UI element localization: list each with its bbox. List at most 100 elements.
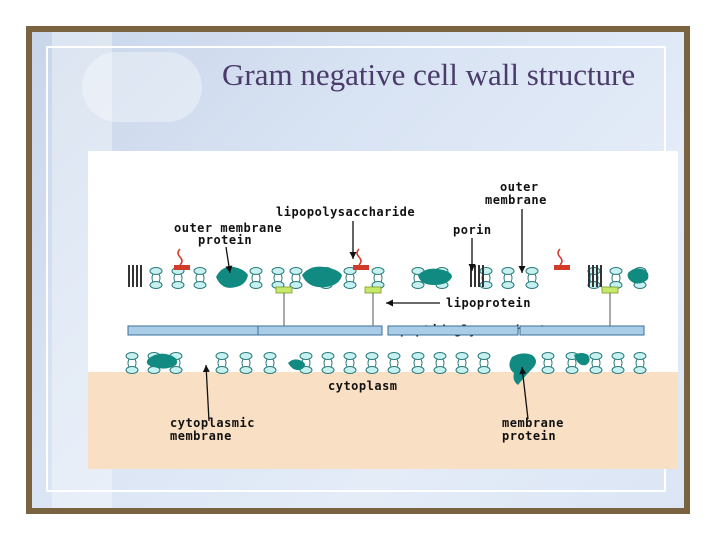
cytoplasmic-membrane-protein-2 [288,359,305,371]
label-outer-membrane-protein-1: outer membrane [174,221,282,235]
outer-membrane-lipid-1-tails [173,273,183,283]
arrow-outer-membrane-protein-head [225,265,233,273]
outer-membrane-lipid-5-head-bottom [289,281,303,289]
cytoplasmic-membrane-lipid-7-head-bottom [321,366,335,374]
label-cytoplasmic-membrane-2: membrane [170,429,232,443]
pillar-decoration-capital [82,52,202,122]
cytoplasmic-membrane-lipid-14-tails [479,358,489,368]
outer-membrane-lipid-4-head-top [271,267,285,275]
cytoplasmic-membrane-lipid-5-head-bottom [263,366,277,374]
cytoplasmic-membrane-lipid-18-tails [613,358,623,368]
outer-membrane-protein-1 [216,266,248,288]
outer-membrane-lipid-2-head-bottom [193,281,207,289]
label-cytoplasm: cytoplasm [328,379,398,393]
cytoplasmic-membrane-lipid-8-tails [345,358,355,368]
arrow-membrane-protein-head [519,367,527,375]
porin-bar-1-2 [478,265,480,287]
label-membrane-protein-1: membrane [502,416,564,430]
porin-bar-1-0 [470,265,472,287]
outer-membrane-lipid-12-tails [503,273,513,283]
label-outer-membrane-2: membrane [485,193,547,207]
cytoplasmic-membrane-lipid-10-head-bottom [387,366,401,374]
cytoplasmic-membrane-lipid-14-head-top [477,352,491,360]
peptidoglycan-segment-2 [387,325,519,336]
outer-membrane-lipid-15-head-top [609,267,623,275]
arrow-outer-membrane-head [518,266,526,273]
cytoplasmic-membrane-lipid-9-head-top [365,352,379,360]
cytoplasmic-membrane-lipid-11-head-bottom [411,366,425,374]
outer-membrane-lipid-11-head-top [479,267,493,275]
lps-chain-0 [177,248,183,266]
cytoplasmic-membrane-lipid-19-head-bottom [633,366,647,374]
cytoplasmic-membrane-lipid-6-head-top [299,352,313,360]
outer-membrane-lipid-12-head-bottom [501,281,515,289]
peptidoglycan-segment-1 [257,325,383,336]
cytoplasmic-membrane-lipid-10-head-top [387,352,401,360]
outer-membrane-lipid-12-head-top [501,267,515,275]
label-membrane-protein-2: protein [502,429,556,443]
cytoplasmic-membrane-lipid-19-head-top [633,352,647,360]
porin-bar-0-1 [132,265,134,287]
outer-membrane-lipid-0-head-top [149,267,163,275]
outer-membrane-protein-4 [627,268,649,284]
lps-chain-2 [557,248,563,266]
cytoplasmic-membrane-lipid-17-tails [591,358,601,368]
outer-membrane-lipid-8-tails [373,273,383,283]
outer-membrane-lipid-8-head-top [371,267,385,275]
label-lipoprotein: lipoprotein [446,296,531,310]
outer-membrane-lipid-4-tails [273,273,283,283]
cytoplasmic-membrane-lipid-16-head-bottom [565,366,579,374]
slide-title: Gram negative cell wall structure [222,57,636,92]
outer-membrane-lipid-13-head-bottom [525,281,539,289]
cytoplasmic-membrane-lipid-11-head-top [411,352,425,360]
lipoprotein-head-2 [601,286,619,294]
cytoplasmic-membrane-lipid-14-head-bottom [477,366,491,374]
cytoplasmic-membrane-lipid-13-head-bottom [455,366,469,374]
lps-chain-1 [356,248,362,266]
cytoplasmic-membrane-lipid-4-tails [241,358,251,368]
cytoplasmic-membrane-lipid-4-head-top [239,352,253,360]
label-porin: porin [453,223,492,237]
cytoplasmic-membrane-lipid-15-head-bottom [541,366,555,374]
porin-bar-0-0 [128,265,130,287]
cytoplasmic-membrane-lipid-8-head-top [343,352,357,360]
outer-membrane-lipid-2-tails [195,273,205,283]
cytoplasmic-membrane-lipid-9-tails [367,358,377,368]
cytoplasmic-membrane-protein-1 [146,353,178,369]
cytoplasmic-membrane-lipid-5-head-top [263,352,277,360]
label-outer-membrane-protein-2: protein [198,233,252,247]
lipoprotein-head-0 [275,286,293,294]
cytoplasmic-membrane-lipid-18-head-bottom [611,366,625,374]
cytoplasmic-membrane-lipid-13-tails [457,358,467,368]
outer-membrane-lipid-0-head-bottom [149,281,163,289]
arrow-lipopolysaccharide-head [349,252,357,259]
cytoplasmic-membrane-lipid-12-head-bottom [433,366,447,374]
porin-bar-2-1 [592,265,594,287]
cytoplasmic-membrane-lipid-8-head-bottom [343,366,357,374]
cell-wall-diagram: outer membrane lipopolysaccharide outer … [88,151,678,469]
porin-bar-2-3 [600,265,602,287]
outer-membrane-lipid-5-head-top [289,267,303,275]
cytoplasmic-membrane-lipid-18-head-top [611,352,625,360]
cytoplasmic-membrane-lipid-17-head-top [589,352,603,360]
outer-membrane-lipid-11-head-bottom [479,281,493,289]
arrow-porin-head [468,264,476,271]
outer-membrane-lipid-3-tails [251,273,261,283]
cytoplasmic-membrane-lipid-3-head-bottom [215,366,229,374]
porin-bar-2-0 [588,265,590,287]
cytoplasmic-membrane-lipid-4-head-bottom [239,366,253,374]
outer-membrane-lipid-7-tails [345,273,355,283]
label-cytoplasmic-membrane-1: cytoplasmic [170,416,255,430]
cytoplasmic-membrane-lipid-7-tails [323,358,333,368]
peptidoglycan-segment-3 [519,325,645,336]
lps-head-0 [174,265,190,270]
cytoplasm-region [88,372,678,469]
outer-membrane-lipid-13-tails [527,273,537,283]
porin-bar-1-3 [482,265,484,287]
cytoplasmic-membrane-lipid-2-head-bottom [169,366,183,374]
cytoplasmic-membrane-lipid-0-head-top [125,352,139,360]
cytoplasmic-membrane-lipid-5-tails [265,358,275,368]
porin-bar-0-3 [140,265,142,287]
outer-membrane-lipid-3-head-top [249,267,263,275]
cytoplasmic-membrane-lipid-3-tails [217,358,227,368]
